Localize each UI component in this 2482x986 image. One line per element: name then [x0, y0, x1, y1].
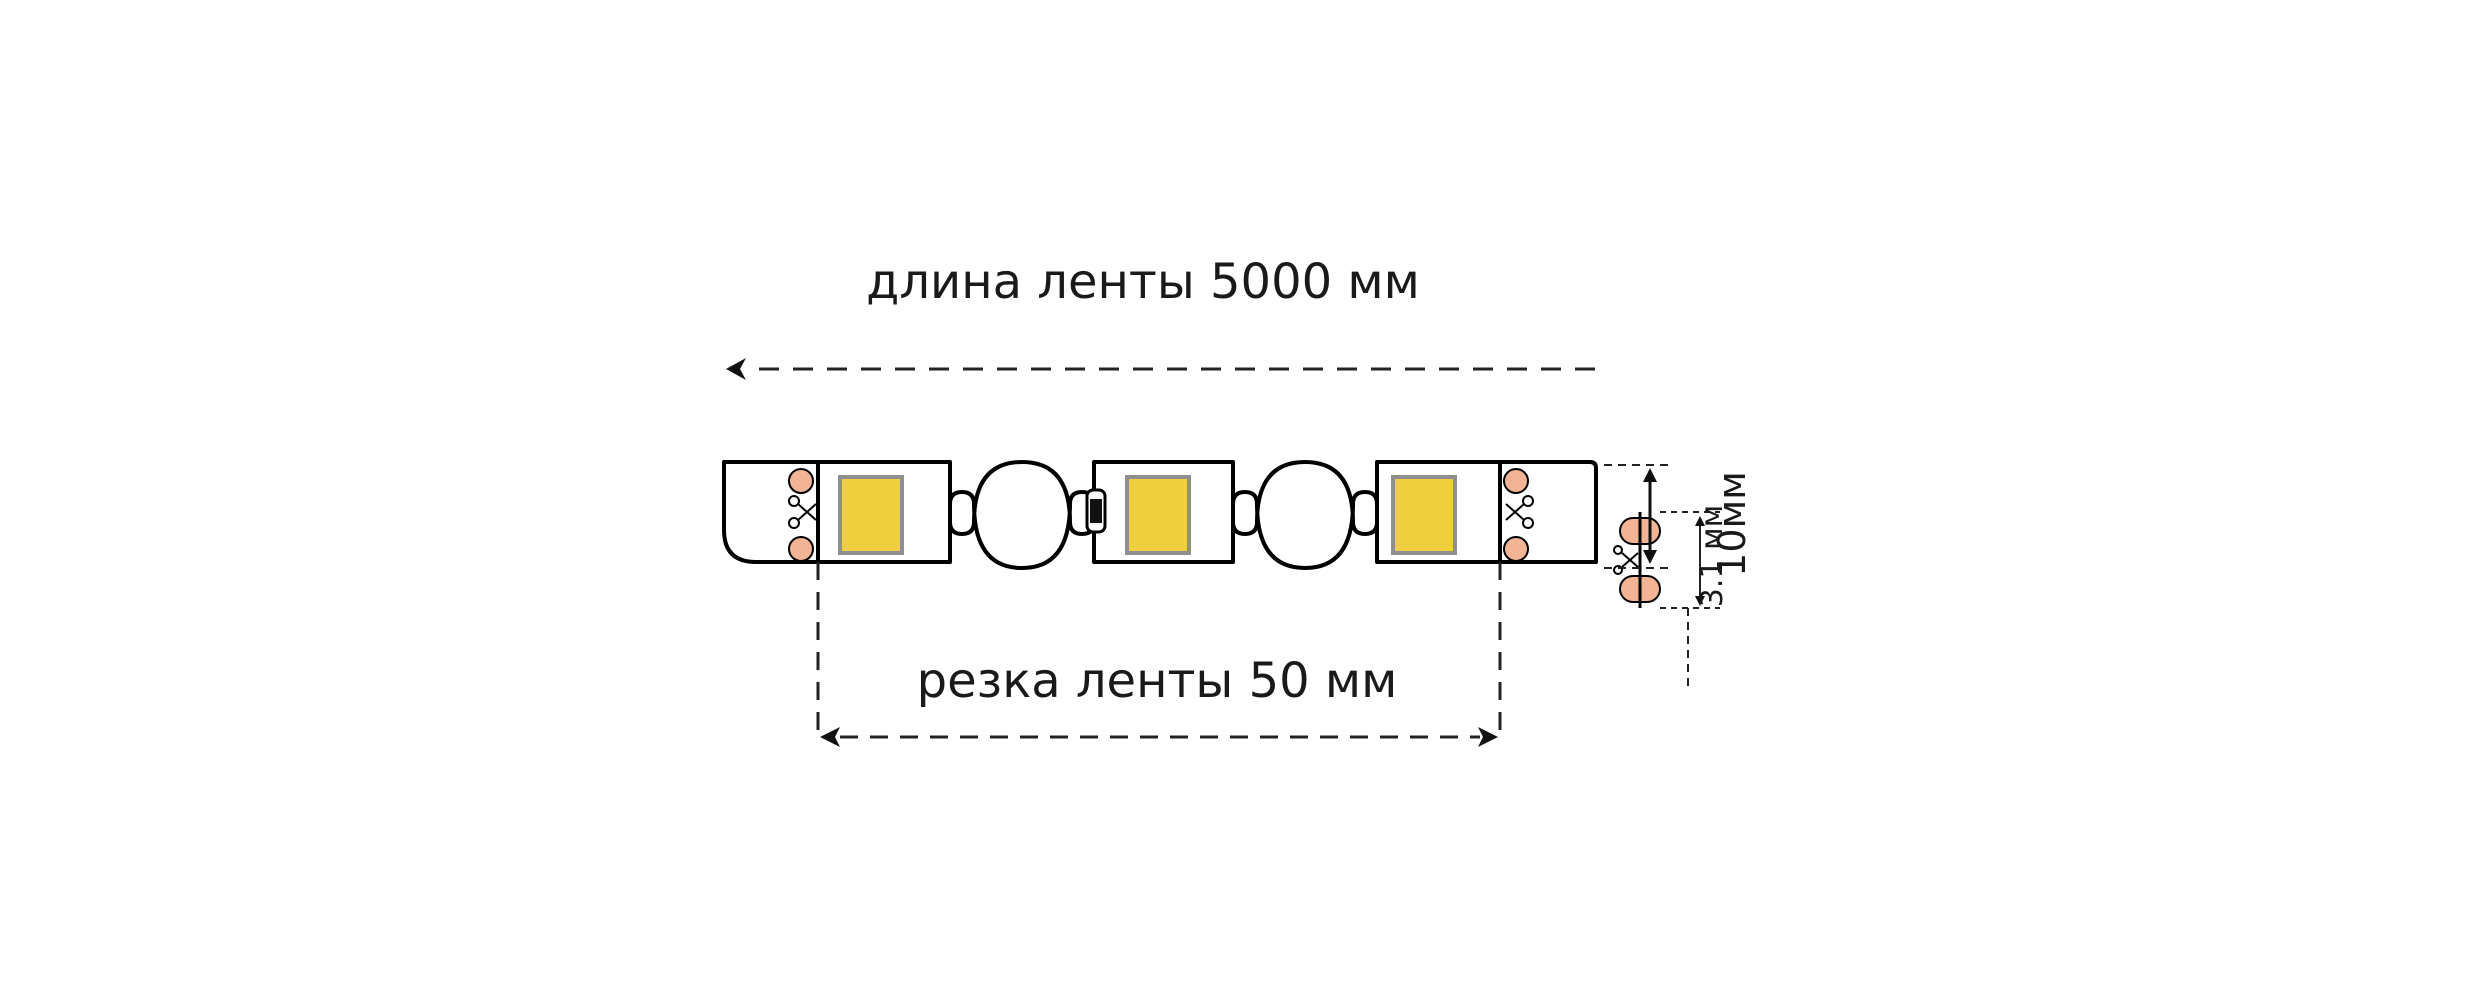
right-solder-pads	[1503, 468, 1529, 562]
strip-length-label: длина ленты 5000 мм	[866, 254, 1420, 310]
led-chip-3	[1391, 475, 1457, 555]
width-label: 10мм	[1710, 471, 1754, 577]
led-chip-2	[1125, 475, 1191, 555]
led-chip-1	[838, 475, 904, 555]
scissors-icon	[788, 495, 817, 529]
solder-pad-icon	[1503, 536, 1529, 562]
thickness-dimension	[1660, 511, 1720, 690]
length-arrow	[726, 358, 1595, 380]
double-arrow-icon	[820, 727, 1498, 747]
solder-pad-icon	[788, 468, 814, 494]
solder-pad-icon	[788, 536, 814, 562]
side-profile	[1619, 512, 1661, 608]
resistor-icon	[1085, 488, 1107, 534]
thickness-label: 3.1 мм	[1695, 505, 1730, 608]
width-dimension	[1604, 464, 1672, 569]
scissors-icon	[1613, 545, 1639, 575]
solder-pad-icon	[1503, 468, 1529, 494]
left-solder-pads	[788, 468, 814, 562]
arrow-left-icon	[726, 358, 746, 380]
scissors-icon	[1505, 495, 1534, 529]
cut-length-label: резка ленты 50 мм	[917, 653, 1398, 709]
